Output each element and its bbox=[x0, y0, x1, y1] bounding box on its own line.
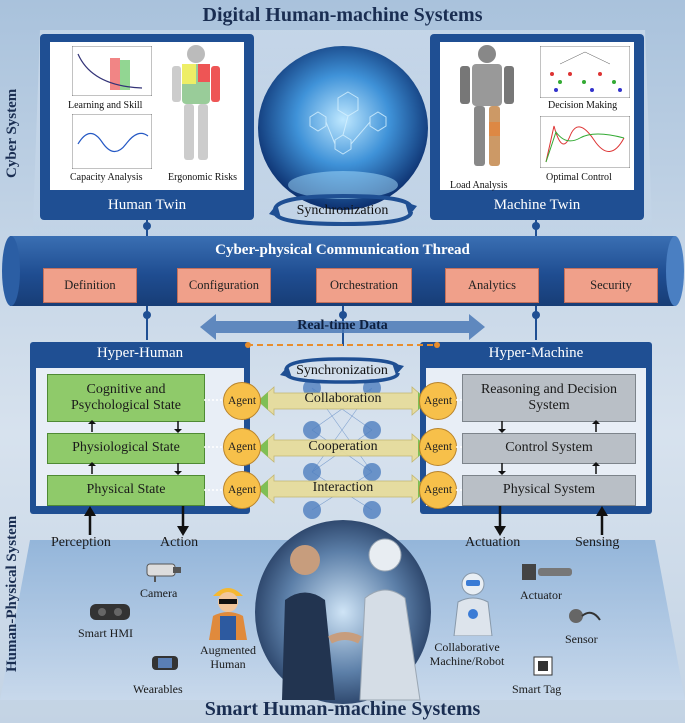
digital-globe bbox=[258, 46, 428, 210]
actuator-icon bbox=[522, 564, 572, 580]
agent-human-3: Agent bbox=[223, 471, 261, 509]
agent-machine-2: Agent bbox=[419, 428, 457, 466]
sensing-label: Sensing bbox=[575, 535, 620, 550]
wearables-icon bbox=[152, 656, 178, 670]
dashed-link bbox=[245, 342, 440, 348]
human-twin-content: Learning and Skill Capacity Analysis Erg… bbox=[50, 42, 244, 190]
control-system-box: Control System bbox=[462, 433, 636, 464]
physical-system-box: Physical System bbox=[462, 475, 636, 506]
smart-hmi-label: Smart HMI bbox=[78, 626, 133, 640]
actuator-label: Actuator bbox=[520, 588, 562, 602]
reasoning-system-box: Reasoning and Decision System bbox=[462, 374, 636, 422]
neural-network-graphic bbox=[303, 379, 381, 519]
module-definition: Definition bbox=[43, 268, 137, 303]
sync-arrows-mid bbox=[280, 357, 404, 384]
sync-arrows-top bbox=[269, 193, 417, 227]
realtime-data-label: Real-time Data bbox=[297, 318, 388, 333]
agent-human-1: Agent bbox=[223, 382, 261, 420]
hyper-machine-title: Hyper-Machine bbox=[488, 345, 584, 361]
perception-label: Perception bbox=[51, 535, 111, 550]
module-orchestration: Orchestration bbox=[316, 268, 412, 303]
capacity-chart-icon bbox=[72, 114, 152, 169]
bottom-title: Smart Human-machine Systems bbox=[204, 698, 481, 720]
smart-tag-label: Smart Tag bbox=[512, 682, 562, 696]
ergonomic-risks-label: Ergonomic Risks bbox=[168, 172, 237, 183]
smart-tag-icon bbox=[533, 656, 553, 676]
control-chart-icon bbox=[540, 116, 630, 168]
camera-icon bbox=[146, 563, 181, 582]
machine-twin-panel: Load Analysis Decision Making Optimal Co… bbox=[430, 34, 644, 220]
human-twin-panel: Learning and Skill Capacity Analysis Erg… bbox=[40, 34, 254, 220]
agent-human-2: Agent bbox=[223, 428, 261, 466]
smart-hmi-icon bbox=[90, 604, 130, 620]
hyper-human-title: Hyper-Human bbox=[96, 345, 184, 361]
learning-skill-label: Learning and Skill bbox=[68, 100, 143, 111]
sensor-label: Sensor bbox=[565, 632, 598, 646]
machine-state-arrows bbox=[498, 420, 600, 475]
thread-cap-right bbox=[666, 236, 684, 306]
thread-title: Cyber-physical Communication Thread bbox=[215, 242, 470, 258]
cooperation-label: Cooperation bbox=[308, 439, 378, 454]
cognitive-state-box: Cognitive and Psychological State bbox=[47, 374, 205, 422]
sensor-icon bbox=[569, 609, 601, 623]
agent-machine-3: Agent bbox=[419, 471, 457, 509]
decision-tree-icon bbox=[540, 46, 630, 98]
actuation-label: Actuation bbox=[465, 535, 521, 550]
sync-label-mid: Synchronization bbox=[296, 363, 388, 378]
augmented-human-label: Augmented Human bbox=[200, 643, 256, 672]
module-security: Security bbox=[564, 268, 658, 303]
physical-state-box: Physical State bbox=[47, 475, 205, 506]
wearables-label: Wearables bbox=[133, 682, 183, 696]
agent-machine-1: Agent bbox=[419, 382, 457, 420]
physiological-state-box: Physiological State bbox=[47, 433, 205, 464]
machine-twin-label: Machine Twin bbox=[493, 197, 581, 213]
decision-making-label: Decision Making bbox=[548, 100, 618, 111]
thread-cap-left bbox=[2, 236, 20, 306]
camera-label: Camera bbox=[140, 586, 178, 600]
human-state-arrows bbox=[88, 420, 182, 475]
module-analytics: Analytics bbox=[445, 268, 539, 303]
top-title: Digital Human-machine Systems bbox=[202, 4, 483, 26]
machine-twin-content: Load Analysis Decision Making Optimal Co… bbox=[440, 42, 634, 191]
interaction-label: Interaction bbox=[312, 480, 374, 495]
load-analysis-label: Load Analysis bbox=[450, 180, 508, 191]
learning-chart-icon bbox=[72, 46, 152, 96]
human-twin-label: Human Twin bbox=[107, 197, 187, 213]
robot-icon bbox=[453, 572, 493, 636]
human-body-icon bbox=[172, 45, 220, 160]
optimal-control-label: Optimal Control bbox=[546, 172, 612, 183]
augmented-human-icon bbox=[209, 588, 247, 640]
robot-label: Collaborative Machine/Robot bbox=[429, 640, 505, 669]
collaboration-label: Collaboration bbox=[304, 391, 382, 406]
capacity-analysis-label: Capacity Analysis bbox=[70, 172, 143, 183]
sync-label-top: Synchronization bbox=[296, 203, 389, 218]
interaction-bands bbox=[258, 386, 428, 504]
module-configuration: Configuration bbox=[177, 268, 271, 303]
realtime-data-arrow bbox=[200, 314, 485, 340]
action-label: Action bbox=[160, 535, 199, 550]
robot-body-icon bbox=[460, 45, 514, 166]
